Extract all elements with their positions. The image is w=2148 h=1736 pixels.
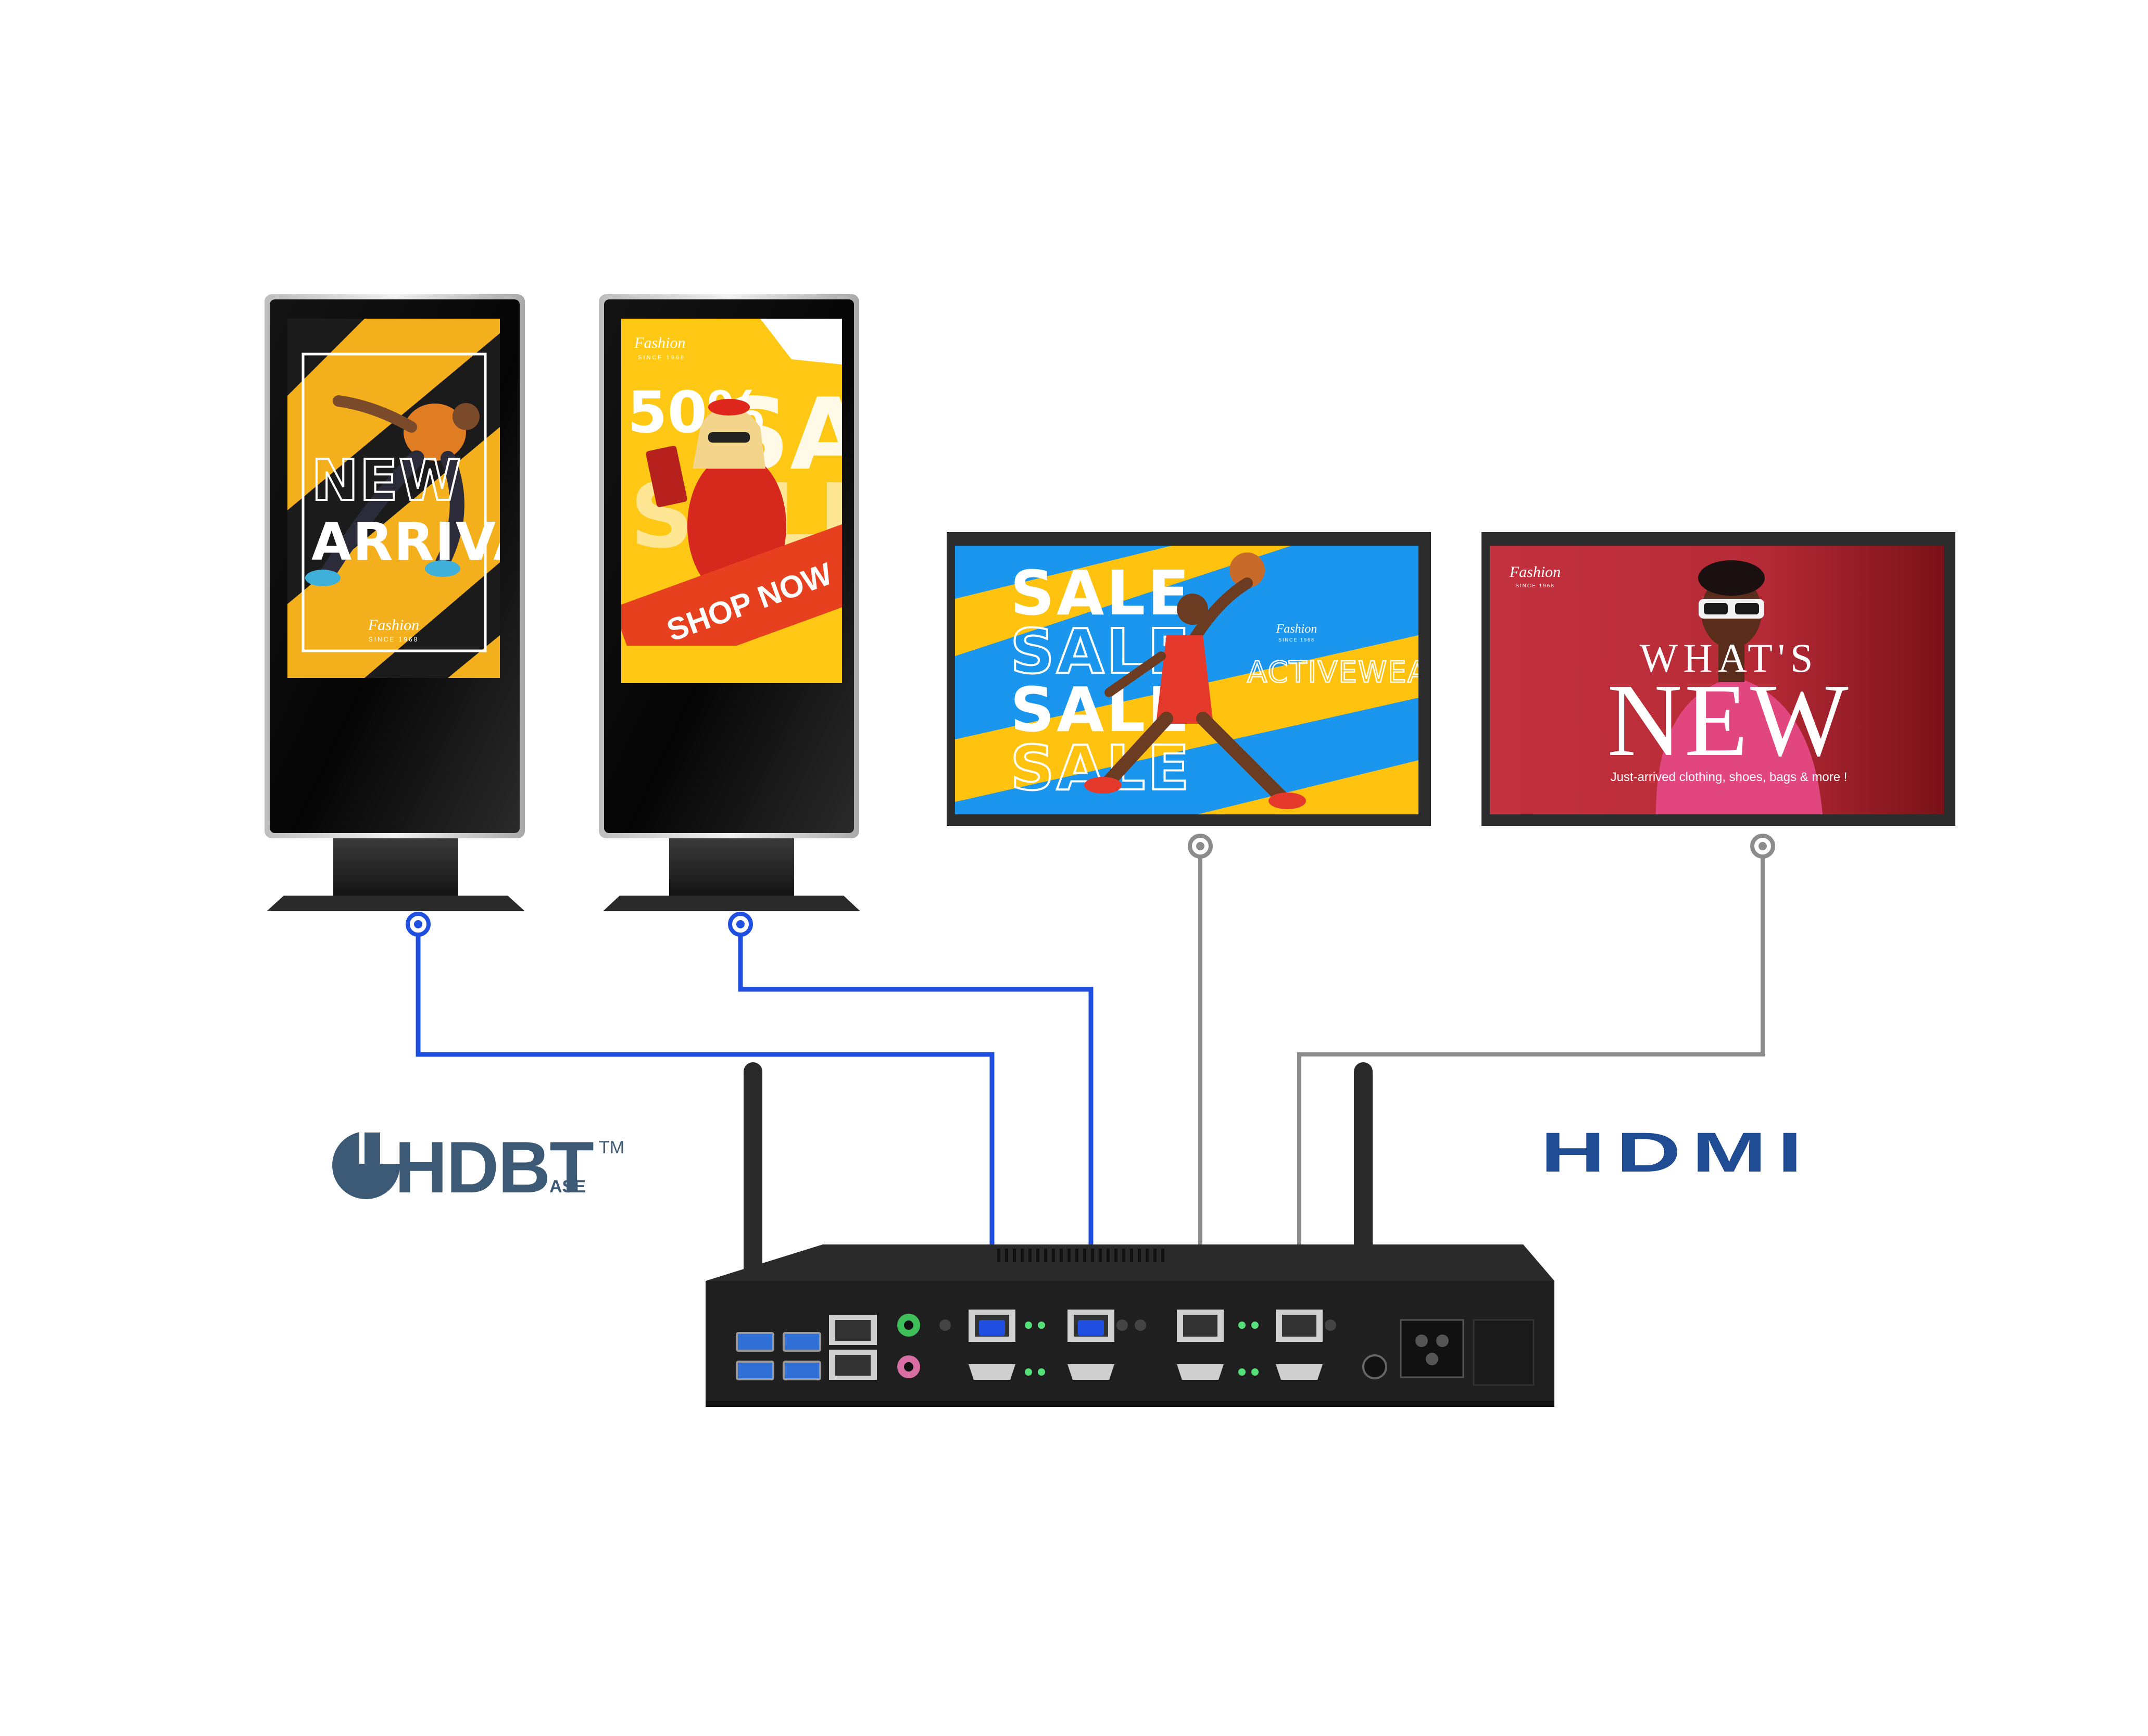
hdmi-port-b xyxy=(1067,1364,1114,1380)
tv-2-brand: Fashion xyxy=(1509,563,1561,581)
tv-1-brand-sub: SINCE 1968 xyxy=(1278,637,1315,643)
usb-ports xyxy=(736,1332,821,1380)
athlete-figure xyxy=(1084,552,1306,809)
power-inlet xyxy=(1400,1319,1464,1378)
hdmi-port-d xyxy=(1276,1364,1323,1380)
hdbaset-cable-1 xyxy=(416,924,995,1333)
usb-port-3 xyxy=(783,1332,821,1352)
kiosk-1-line1: NEW xyxy=(311,448,462,513)
usb-port-2 xyxy=(736,1361,774,1380)
lan-ports xyxy=(829,1315,877,1380)
tv-2-headline-top: WHAT'S xyxy=(1640,635,1818,681)
hdbaset-logo-suffix: ASE xyxy=(549,1177,586,1197)
wall-display-2: WHAT'S NEW Just-arrived clothing, shoes,… xyxy=(1481,532,1955,826)
hdmi-output-ports xyxy=(969,1364,1323,1380)
media-player-device xyxy=(706,1062,1554,1407)
tv-1-sale-2: SALE xyxy=(1010,615,1191,687)
hdmi-port-c xyxy=(1177,1364,1224,1380)
hdbaset-logo-trademark: TM xyxy=(599,1138,624,1158)
vent-grille xyxy=(997,1249,1164,1262)
kiosk-2-brand: Fashion xyxy=(634,334,685,351)
kiosk-display-2: SALE 50% SALE SHOP NOW Fashion SINCE 196… xyxy=(599,294,860,911)
basketball-icon xyxy=(1229,552,1265,588)
kiosk-1-stand-neck xyxy=(333,838,458,896)
kiosk-2-screen: SALE 50% SALE SHOP NOW Fashion SINCE 196… xyxy=(621,319,842,683)
kiosk-1-line2: ARRIVAL xyxy=(311,511,569,572)
tv-1-category: ACTIVEWEAR xyxy=(1247,656,1450,689)
hdmi-cable-nodes xyxy=(1188,834,1775,859)
hdbaset-cable-nodes xyxy=(406,912,753,937)
hdmi-logo: HDMI xyxy=(1540,1121,1813,1184)
hdmi-cable-2 xyxy=(1297,846,1765,1380)
hdbaset-cables xyxy=(416,924,1094,1333)
tv-2-tagline: Just-arrived clothing, shoes, bags & mor… xyxy=(1611,770,1848,784)
hdmi-logo-text: HDMI xyxy=(1540,1121,1813,1184)
kiosk-2-brand-sub: SINCE 1968 xyxy=(638,355,685,361)
tv-1-brand: Fashion xyxy=(1276,622,1317,636)
hdbaset-output-ports xyxy=(969,1310,1114,1342)
wall-display-1: SALE SALE SALE SALE ACTIVEWEAR Fashion S… xyxy=(947,532,1450,826)
hdbaset-logo-main: HDBT xyxy=(395,1126,594,1208)
kiosk-1-brand-sub: SINCE 1968 xyxy=(369,636,419,643)
tv-2-headline-big: NEW xyxy=(1607,663,1850,778)
tv-1-screen: SALE SALE SALE SALE ACTIVEWEAR Fashion S… xyxy=(955,546,1450,814)
kiosk-2-stand-neck xyxy=(669,838,794,896)
tv-2-brand-sub: SINCE 1968 xyxy=(1515,583,1555,589)
tv-2-screen: WHAT'S NEW Just-arrived clothing, shoes,… xyxy=(1490,546,1944,814)
kiosk-1-screen: NEW ARRIVAL Fashion SINCE 1968 xyxy=(287,319,569,678)
kiosk-1-brand: Fashion xyxy=(368,617,419,634)
runner-figure xyxy=(305,395,480,586)
model-figure xyxy=(1656,560,1823,814)
kiosk-display-1: NEW ARRIVAL Fashion SINCE 1968 xyxy=(265,294,569,911)
kiosk-1-stand-base xyxy=(267,896,525,911)
power-button xyxy=(1362,1354,1387,1379)
tv-1-sale-1: SALE xyxy=(1010,557,1191,629)
hdmi-port-a xyxy=(969,1364,1015,1380)
usb-port-4 xyxy=(783,1361,821,1380)
hdbaset-logo: HDBT ASE TM xyxy=(332,1126,624,1208)
kiosk-2-stand-base xyxy=(603,896,860,911)
status-leds xyxy=(1025,1322,1259,1376)
hdbaset-cable-2 xyxy=(738,924,1094,1333)
usb-port-1 xyxy=(736,1332,774,1352)
